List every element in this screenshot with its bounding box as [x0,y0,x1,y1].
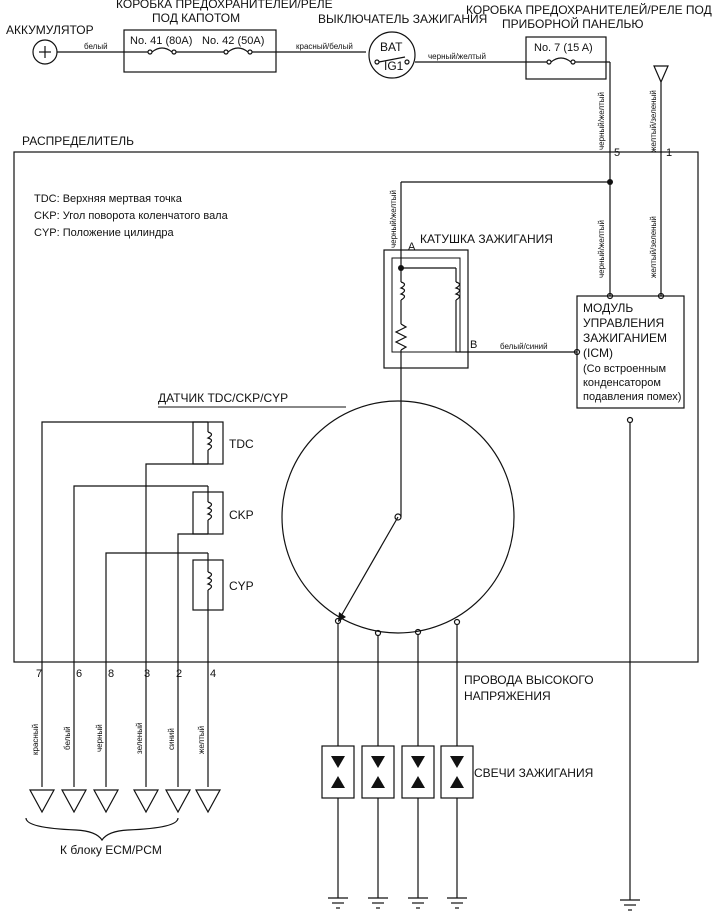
ignition-switch: BAT IG1 [368,31,416,79]
switch-bat-label: BAT [380,40,403,54]
pin-2-label: 2 [176,668,182,680]
legend-cyp: CYP: Положение цилиндра [34,227,175,239]
wire-label-yellow-green-1: желтый/зеленый [649,90,658,152]
spark-plug-1 [321,745,355,898]
icm-label-1: МОДУЛЬ [583,301,633,315]
fuse-box-hood-label: КОРОБКА ПРЕДОХРАНИТЕЛЕЙ/РЕЛЕ [116,0,333,11]
ecm-label: К блоку ECM/PCM [60,843,162,857]
pin-1-label: 1 [666,147,672,159]
wire-label-yellow-green-2: желтый/зеленый [649,216,658,278]
legend-tdc: TDC: Верхняя мертвая точка [34,193,183,205]
switch-ig1-label: IG1 [384,59,404,73]
pin-7-label: 7 [36,668,42,680]
wire-label-black-yellow-3: черный/желтый [389,190,398,248]
coil-label: КАТУШКА ЗАЖИГАНИЯ [420,232,553,246]
rotor-center [394,513,402,521]
wire-label-white-blue: белый/синий [500,342,548,351]
icm-label-7: подавления помех) [583,391,681,403]
sensor-cyp [192,559,224,611]
distributor-label: РАСПРЕДЕЛИТЕЛЬ [22,134,134,148]
icm-label-2: УПРАВЛЕНИЯ [583,316,664,330]
icm-ground-terminal [626,416,634,424]
ignition-coil [383,249,577,369]
icm-label-6: конденсатором [583,377,661,389]
ground-icon [328,897,348,909]
ecm-connector [28,789,222,814]
spark-plug-3 [401,745,435,898]
pin-3-label: 3 [144,668,150,680]
fuse-box-hood: No. 41 (80A) No. 42 (50A) [123,29,277,73]
ground-icon [368,897,388,909]
coil-a-label: A [408,241,416,253]
wire-label-white: белый [84,42,108,51]
wire-label-black-yellow-2: черный/желтый [597,92,606,150]
wire-label-blue: синий [167,728,176,750]
ckp-label: CKP [229,508,254,522]
icm-label-4: (ICM) [583,346,613,360]
fuse-box-hood-label-2: ПОД КАПОТОМ [152,11,240,25]
hv-wires [337,624,458,746]
wire-label-green: зеленый [135,722,144,754]
fuse-41-label: No. 41 (80A) [130,35,192,47]
rotor-arm [339,516,399,619]
cyp-label: CYP [229,579,254,593]
wire-label-black-yellow-4: черный/желтый [597,220,606,278]
pin-8-label: 8 [108,668,114,680]
pin-4-label: 4 [210,668,216,680]
legend-ckp: CKP: Угол поворота коленчатого вала [34,210,229,222]
pin-6-label: 6 [76,668,82,680]
sensor-label: ДАТЧИК TDC/CKP/CYP [158,391,288,405]
hv-label-2: НАПРЯЖЕНИЯ [464,689,551,703]
ignition-control-module: МОДУЛЬ УПРАВЛЕНИЯ ЗАЖИГАНИЕМ (ICM) (Со в… [576,292,685,409]
ecm-brace [25,817,179,842]
fuse-42-label: No. 42 (50A) [202,35,264,47]
wire-label-red: красный [31,724,40,755]
distributor-frame [13,151,699,663]
fuse-box-dash: No. 7 (15 A) [525,36,610,80]
fuse-box-dash-label-2: ПРИБОРНОЙ ПАНЕЛЬЮ [502,16,643,31]
spark-plug-2 [361,745,395,898]
coil-b-label: B [470,339,477,351]
wire-label-yellow: желтый [197,726,206,754]
battery-symbol [32,39,58,65]
tachometer-terminal [653,65,669,84]
tdc-label: TDC [229,437,254,451]
wire-label-black: черный [95,724,104,752]
distributor-cap [281,400,515,634]
wire-label-white-2: белый [63,726,72,750]
pin-5-label: 5 [614,147,620,159]
fuse-7-label: No. 7 (15 A) [534,42,593,54]
wire-label-red-white: красный/белый [296,42,353,51]
spark-plugs-label: СВЕЧИ ЗАЖИГАНИЯ [474,766,593,780]
ignition-switch-label: ВЫКЛЮЧАТЕЛЬ ЗАЖИГАНИЯ [318,12,487,26]
hv-terminals [334,617,461,637]
hv-label-1: ПРОВОДА ВЫСОКОГО [464,673,594,687]
icm-label-3: ЗАЖИГАНИЕМ [583,331,667,345]
sensor-wires [41,421,209,787]
ground-icon [408,897,428,909]
spark-plug-4 [440,745,474,898]
ground-icon [447,897,467,909]
sensor-tdc [192,421,224,465]
icm-label-5: (Со встроенным [583,363,666,375]
battery-label: АККУМУЛЯТОР [6,23,94,37]
fuse-box-dash-label: КОРОБКА ПРЕДОХРАНИТЕЛЕЙ/РЕЛЕ ПОД [466,2,712,17]
ground-icon [620,899,640,911]
sensor-ckp [192,491,224,535]
wire-label-black-yellow-1: черный/желтый [428,52,486,61]
